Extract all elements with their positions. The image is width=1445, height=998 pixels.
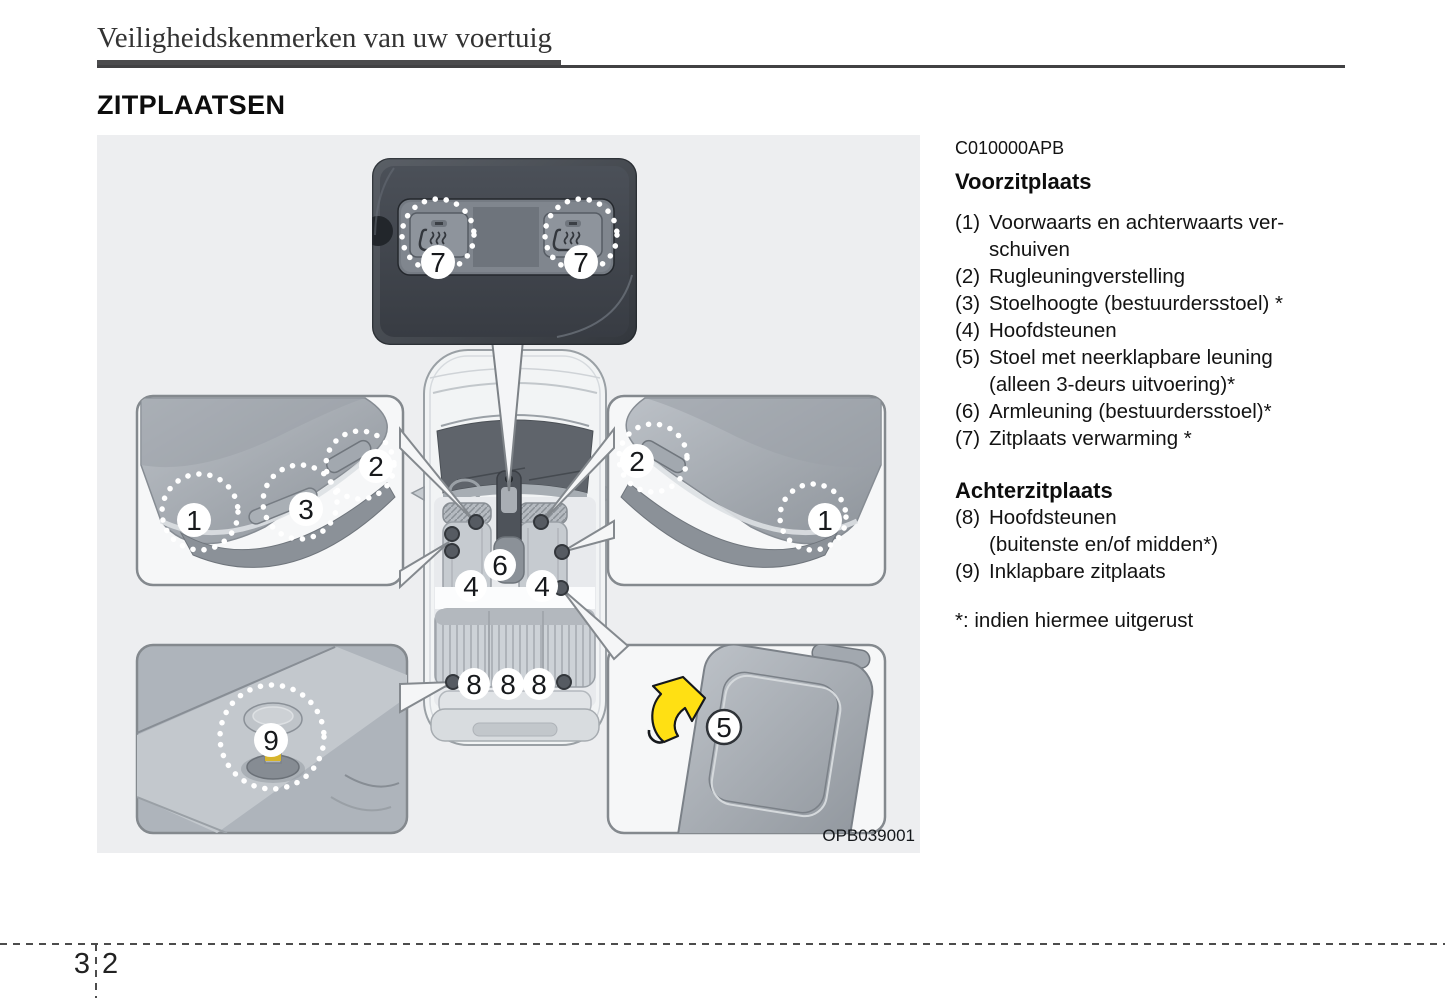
item-number: (9) bbox=[955, 560, 981, 583]
callout-2-right: 2 bbox=[629, 446, 645, 477]
list-item: (4) Hoofdsteunen bbox=[955, 317, 1337, 344]
chapter-number: 3 bbox=[73, 948, 90, 980]
item-text: Hoofdsteunen bbox=[989, 319, 1117, 342]
item-text: Rugleuningverstelling bbox=[989, 265, 1186, 288]
figure-image-code: OPB039001 bbox=[822, 826, 915, 845]
callout-6: 6 bbox=[492, 550, 508, 581]
callout-4-right: 4 bbox=[534, 571, 550, 602]
item-number: (2) bbox=[955, 265, 981, 288]
recline-lever bbox=[326, 439, 372, 474]
front-seat-list: (1) Voorwaarts en achterwaarts ver-schuiv… bbox=[955, 209, 1337, 452]
left-mirror bbox=[410, 485, 425, 502]
callout-5: 5 bbox=[716, 712, 732, 743]
list-item: (8) Hoofdsteunen(buitenste en/of midden*) bbox=[955, 504, 1337, 558]
callout-9: 9 bbox=[263, 725, 279, 756]
callout-2-left: 2 bbox=[368, 451, 384, 482]
rear-seat-heading: Achterzitplaats bbox=[955, 478, 1113, 503]
list-item: (1) Voorwaarts en achterwaarts ver-schuiv… bbox=[955, 209, 1337, 263]
callout-8-c: 8 bbox=[531, 669, 547, 700]
item-text: Hoofdsteunen(buitenste en/of midden*) bbox=[989, 506, 1219, 556]
item-number: (7) bbox=[955, 427, 981, 450]
seats-diagram-figure: 7 7 1 3 2 2 1 9 5 6 4 4 8 8 8 OPB039001 bbox=[97, 135, 920, 853]
callout-1-left: 1 bbox=[186, 505, 202, 536]
seat-heater-switch-panel bbox=[372, 158, 637, 345]
list-item: (7) Zitplaats verwarming * bbox=[955, 425, 1337, 452]
section-title: ZITPLAATSEN bbox=[97, 90, 286, 120]
callout-badges: 7 7 1 3 2 2 1 9 5 6 4 4 8 8 8 bbox=[177, 245, 842, 757]
inset-panel-seat-left bbox=[135, 394, 405, 587]
item-text: Armleuning (bestuurdersstoel)* bbox=[989, 400, 1272, 423]
callout-8-b: 8 bbox=[500, 669, 516, 700]
item-number: (5) bbox=[955, 346, 981, 369]
leader-wedges bbox=[399, 426, 630, 714]
footnote: *: indien hiermee uitgerust bbox=[955, 609, 1194, 632]
callout-4-left: 4 bbox=[463, 571, 479, 602]
inset-panel-folding-seatback bbox=[606, 643, 887, 835]
seat-heater-button-right[interactable] bbox=[543, 212, 603, 258]
callout-7-right: 7 bbox=[573, 247, 589, 278]
item-text: Zitplaats verwarming * bbox=[989, 427, 1192, 450]
chapter-header-title: Veiligheidskenmerken van uw voertuig bbox=[97, 22, 553, 54]
list-item: (6) Armleuning (bestuurdersstoel)* bbox=[955, 398, 1337, 425]
item-number: (4) bbox=[955, 319, 981, 342]
seat-heater-button-left[interactable] bbox=[409, 212, 469, 258]
item-text: Stoel met neerklapbare leuning(alleen 3-… bbox=[989, 346, 1273, 396]
fold-arrow-icon bbox=[647, 675, 707, 744]
footer-dashed-line bbox=[0, 943, 1445, 945]
item-number: (6) bbox=[955, 400, 981, 423]
callout-7-left: 7 bbox=[430, 247, 446, 278]
seatback bbox=[675, 645, 874, 833]
seats-diagram-svg: 7 7 1 3 2 2 1 9 5 6 4 4 8 8 8 OPB039001 bbox=[97, 135, 920, 853]
item-text: Inklapbare zitplaats bbox=[989, 560, 1166, 583]
item-text: Voorwaarts en achterwaarts ver-schuiven bbox=[989, 211, 1285, 261]
list-item: (9) Inklapbare zitplaats bbox=[955, 558, 1337, 585]
callout-8-a: 8 bbox=[466, 669, 482, 700]
rear-bench bbox=[434, 608, 596, 688]
item-number: (8) bbox=[955, 506, 981, 529]
description-column: C010000APB Voorzitplaats (1) Voorwaarts e… bbox=[955, 138, 1337, 633]
header-rule-thin bbox=[97, 65, 1345, 68]
panel-knob bbox=[372, 216, 393, 246]
item-text: Stoelhoogte (bestuurdersstoel) * bbox=[989, 292, 1284, 315]
callout-1-right: 1 bbox=[817, 505, 833, 536]
header-rule-thick bbox=[97, 60, 561, 68]
callout-3: 3 bbox=[298, 494, 314, 525]
list-item: (5) Stoel met neerklapbare leuning(alleen… bbox=[955, 344, 1337, 398]
car-top-view bbox=[410, 349, 620, 746]
item-number: (1) bbox=[955, 211, 981, 234]
list-item: (2) Rugleuningverstelling bbox=[955, 263, 1337, 290]
footer-dashed-divider bbox=[95, 944, 97, 998]
page-number: 2 bbox=[102, 948, 1445, 998]
list-item: (3) Stoelhoogte (bestuurdersstoel) * bbox=[955, 290, 1337, 317]
section-code: C010000APB bbox=[955, 138, 1065, 158]
callout-dots bbox=[444, 514, 572, 690]
rear-seat-list: (8) Hoofdsteunen(buitenste en/of midden*)… bbox=[955, 504, 1337, 585]
front-seat-heading: Voorzitplaats bbox=[955, 169, 1092, 194]
item-number: (3) bbox=[955, 292, 981, 315]
